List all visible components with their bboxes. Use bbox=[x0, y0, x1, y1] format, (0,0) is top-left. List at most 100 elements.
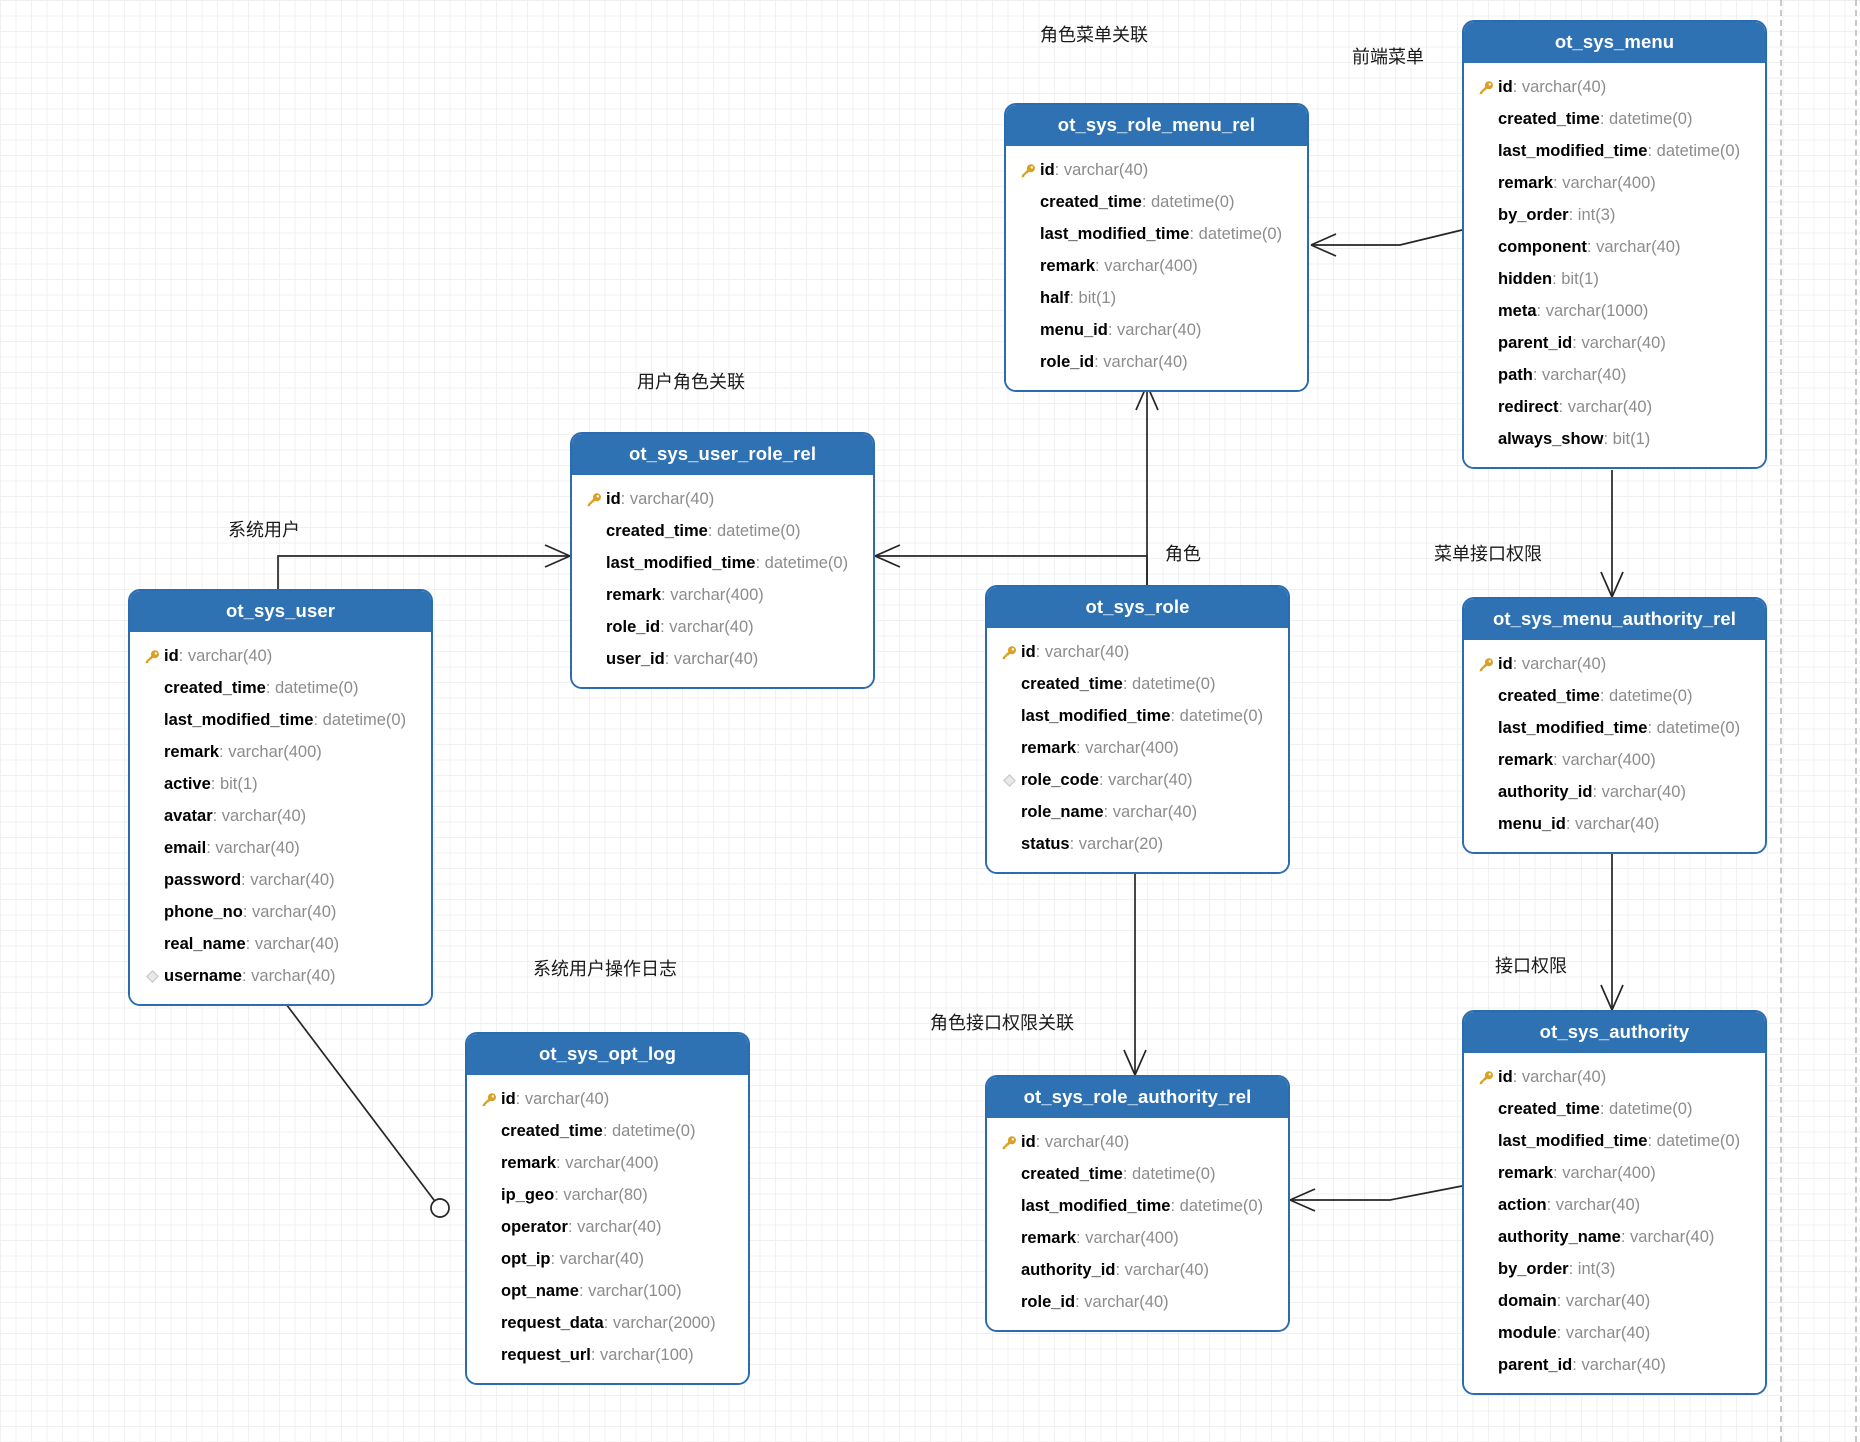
field-row-ip_geo[interactable]: ip_geo: varchar(80) bbox=[467, 1179, 748, 1211]
field-row-parent_id[interactable]: parent_id: varchar(40) bbox=[1464, 1349, 1765, 1381]
field-row-menu_id[interactable]: menu_id: varchar(40) bbox=[1464, 808, 1765, 840]
entity-ot_sys_authority[interactable]: ot_sys_authority id: varchar(40)created_… bbox=[1462, 1010, 1767, 1395]
field-row-created_time[interactable]: created_time: datetime(0) bbox=[1464, 1093, 1765, 1125]
field-row-last_modified_time[interactable]: last_modified_time: datetime(0) bbox=[1006, 218, 1307, 250]
field-row-id[interactable]: id: varchar(40) bbox=[987, 636, 1288, 668]
field-row-remark[interactable]: remark: varchar(400) bbox=[1006, 250, 1307, 282]
field-row-last_modified_time[interactable]: last_modified_time: datetime(0) bbox=[572, 547, 873, 579]
field-row-created_time[interactable]: created_time: datetime(0) bbox=[572, 515, 873, 547]
field-row-path[interactable]: path: varchar(40) bbox=[1464, 359, 1765, 391]
field-row-half[interactable]: half: bit(1) bbox=[1006, 282, 1307, 314]
field-row-remark[interactable]: remark: varchar(400) bbox=[1464, 744, 1765, 776]
field-row-real_name[interactable]: real_name: varchar(40) bbox=[130, 928, 431, 960]
field-row-by_order[interactable]: by_order: int(3) bbox=[1464, 199, 1765, 231]
field-row-status[interactable]: status: varchar(20) bbox=[987, 828, 1288, 860]
field-name: created_time bbox=[1021, 674, 1123, 693]
field-row-authority_id[interactable]: authority_id: varchar(40) bbox=[987, 1254, 1288, 1286]
field-row-id[interactable]: id: varchar(40) bbox=[572, 483, 873, 515]
field-row-role_id[interactable]: role_id: varchar(40) bbox=[1006, 346, 1307, 378]
field-row-menu_id[interactable]: menu_id: varchar(40) bbox=[1006, 314, 1307, 346]
field-name: action bbox=[1498, 1195, 1547, 1214]
field-row-created_time[interactable]: created_time: datetime(0) bbox=[1006, 186, 1307, 218]
field-row-operator[interactable]: operator: varchar(40) bbox=[467, 1211, 748, 1243]
field-row-by_order[interactable]: by_order: int(3) bbox=[1464, 1253, 1765, 1285]
field-row-created_time[interactable]: created_time: datetime(0) bbox=[987, 1158, 1288, 1190]
field-row-remark[interactable]: remark: varchar(400) bbox=[572, 579, 873, 611]
field-row-created_time[interactable]: created_time: datetime(0) bbox=[1464, 103, 1765, 135]
field-row-last_modified_time[interactable]: last_modified_time: datetime(0) bbox=[987, 700, 1288, 732]
entity-ot_sys_role_authority_rel[interactable]: ot_sys_role_authority_rel id: varchar(40… bbox=[985, 1075, 1290, 1332]
field-row-user_id[interactable]: user_id: varchar(40) bbox=[572, 643, 873, 675]
field-row-remark[interactable]: remark: varchar(400) bbox=[987, 732, 1288, 764]
field-row-remark[interactable]: remark: varchar(400) bbox=[467, 1147, 748, 1179]
field-row-id[interactable]: id: varchar(40) bbox=[1006, 154, 1307, 186]
field-row-component[interactable]: component: varchar(40) bbox=[1464, 231, 1765, 263]
entity-ot_sys_menu_authority_rel[interactable]: ot_sys_menu_authority_rel id: varchar(40… bbox=[1462, 597, 1767, 854]
field-icon-none bbox=[140, 837, 164, 859]
field-name: created_time bbox=[501, 1121, 603, 1140]
field-row-phone_no[interactable]: phone_no: varchar(40) bbox=[130, 896, 431, 928]
field-label: role_code: varchar(40) bbox=[1021, 770, 1193, 789]
field-row-authority_id[interactable]: authority_id: varchar(40) bbox=[1464, 776, 1765, 808]
field-row-always_show[interactable]: always_show: bit(1) bbox=[1464, 423, 1765, 455]
field-row-last_modified_time[interactable]: last_modified_time: datetime(0) bbox=[1464, 135, 1765, 167]
field-row-username[interactable]: username: varchar(40) bbox=[130, 960, 431, 992]
field-name: authority_name bbox=[1498, 1227, 1621, 1246]
field-row-remark[interactable]: remark: varchar(400) bbox=[1464, 167, 1765, 199]
field-row-email[interactable]: email: varchar(40) bbox=[130, 832, 431, 864]
entity-ot_sys_user[interactable]: ot_sys_user id: varchar(40)created_time:… bbox=[128, 589, 433, 1006]
field-row-created_time[interactable]: created_time: datetime(0) bbox=[130, 672, 431, 704]
entity-ot_sys_menu[interactable]: ot_sys_menu id: varchar(40)created_time:… bbox=[1462, 20, 1767, 469]
field-label: role_id: varchar(40) bbox=[1040, 352, 1188, 371]
field-row-domain[interactable]: domain: varchar(40) bbox=[1464, 1285, 1765, 1317]
field-row-hidden[interactable]: hidden: bit(1) bbox=[1464, 263, 1765, 295]
field-row-id[interactable]: id: varchar(40) bbox=[467, 1083, 748, 1115]
field-row-last_modified_time[interactable]: last_modified_time: datetime(0) bbox=[1464, 1125, 1765, 1157]
field-type: varchar(40) bbox=[1521, 654, 1607, 673]
field-row-last_modified_time[interactable]: last_modified_time: datetime(0) bbox=[130, 704, 431, 736]
field-type: datetime(0) bbox=[1179, 1196, 1264, 1215]
field-row-opt_ip[interactable]: opt_ip: varchar(40) bbox=[467, 1243, 748, 1275]
field-type: varchar(40) bbox=[1084, 1292, 1169, 1311]
field-row-opt_name[interactable]: opt_name: varchar(100) bbox=[467, 1275, 748, 1307]
entity-ot_sys_role_menu_rel[interactable]: ot_sys_role_menu_rel id: varchar(40)crea… bbox=[1004, 103, 1309, 392]
field-row-last_modified_time[interactable]: last_modified_time: datetime(0) bbox=[1464, 712, 1765, 744]
field-type: datetime(0) bbox=[1131, 674, 1216, 693]
entity-ot_sys_opt_log[interactable]: ot_sys_opt_log id: varchar(40)created_ti… bbox=[465, 1032, 750, 1385]
field-row-action[interactable]: action: varchar(40) bbox=[1464, 1189, 1765, 1221]
field-row-role_code[interactable]: role_code: varchar(40) bbox=[987, 764, 1288, 796]
field-row-role_name[interactable]: role_name: varchar(40) bbox=[987, 796, 1288, 828]
field-row-meta[interactable]: meta: varchar(1000) bbox=[1464, 295, 1765, 327]
field-name: role_id bbox=[1021, 1292, 1076, 1311]
field-row-id[interactable]: id: varchar(40) bbox=[130, 640, 431, 672]
field-row-created_time[interactable]: created_time: datetime(0) bbox=[1464, 680, 1765, 712]
field-row-authority_name[interactable]: authority_name: varchar(40) bbox=[1464, 1221, 1765, 1253]
field-row-avatar[interactable]: avatar: varchar(40) bbox=[130, 800, 431, 832]
field-row-redirect[interactable]: redirect: varchar(40) bbox=[1464, 391, 1765, 423]
field-row-request_data[interactable]: request_data: varchar(2000) bbox=[467, 1307, 748, 1339]
entity-ot_sys_role[interactable]: ot_sys_role id: varchar(40)created_time:… bbox=[985, 585, 1290, 874]
field-row-request_url[interactable]: request_url: varchar(100) bbox=[467, 1339, 748, 1371]
field-row-id[interactable]: id: varchar(40) bbox=[1464, 1061, 1765, 1093]
field-row-remark[interactable]: remark: varchar(400) bbox=[987, 1222, 1288, 1254]
field-row-role_id[interactable]: role_id: varchar(40) bbox=[572, 611, 873, 643]
field-row-id[interactable]: id: varchar(40) bbox=[1464, 648, 1765, 680]
entity-ot_sys_user_role_rel[interactable]: ot_sys_user_role_rel id: varchar(40)crea… bbox=[570, 432, 875, 689]
field-icon-none bbox=[1474, 300, 1498, 322]
field-name: remark bbox=[1498, 173, 1554, 192]
field-row-module[interactable]: module: varchar(40) bbox=[1464, 1317, 1765, 1349]
field-label: created_time: datetime(0) bbox=[1021, 1164, 1216, 1183]
field-row-id[interactable]: id: varchar(40) bbox=[1464, 71, 1765, 103]
field-name: created_time bbox=[1498, 1099, 1600, 1118]
field-row-password[interactable]: password: varchar(40) bbox=[130, 864, 431, 896]
field-row-role_id[interactable]: role_id: varchar(40) bbox=[987, 1286, 1288, 1318]
field-row-created_time[interactable]: created_time: datetime(0) bbox=[987, 668, 1288, 700]
field-row-id[interactable]: id: varchar(40) bbox=[987, 1126, 1288, 1158]
field-row-parent_id[interactable]: parent_id: varchar(40) bbox=[1464, 327, 1765, 359]
field-row-active[interactable]: active: bit(1) bbox=[130, 768, 431, 800]
field-row-remark[interactable]: remark: varchar(400) bbox=[1464, 1157, 1765, 1189]
field-row-remark[interactable]: remark: varchar(400) bbox=[130, 736, 431, 768]
field-row-created_time[interactable]: created_time: datetime(0) bbox=[467, 1115, 748, 1147]
field-row-last_modified_time[interactable]: last_modified_time: datetime(0) bbox=[987, 1190, 1288, 1222]
field-name: last_modified_time bbox=[164, 710, 314, 729]
